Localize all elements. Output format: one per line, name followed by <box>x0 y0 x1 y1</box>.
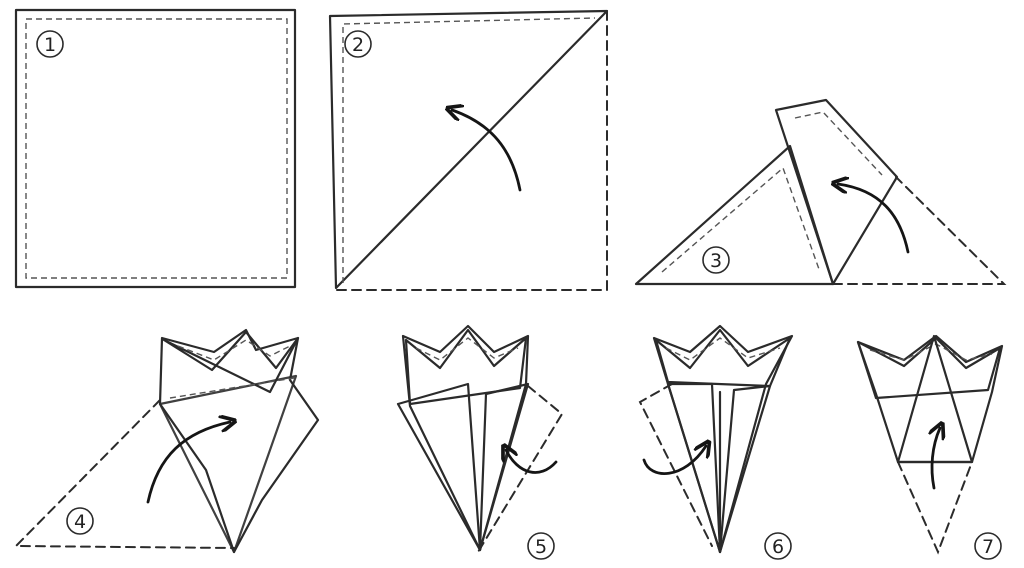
curved-fold-arrow-icon <box>642 446 706 475</box>
step-3-badge <box>702 246 730 274</box>
curved-fold-arrow-icon <box>146 422 230 504</box>
step-2-number: 2 <box>352 34 364 56</box>
step-4-number: 4 <box>74 511 86 533</box>
step-3-number: 3 <box>710 250 722 272</box>
curved-fold-arrow-icon <box>506 450 558 474</box>
step-2-badge <box>344 30 372 58</box>
step-3-triangle-fold: 3 <box>634 98 1007 286</box>
step-6-left-fold: 6 <box>638 324 794 560</box>
step-1-number: 1 <box>44 34 56 56</box>
step-4-left-fold: 4 <box>13 328 320 554</box>
step-4-badge <box>66 507 94 535</box>
step-5-badge <box>527 532 555 560</box>
curved-fold-arrow-icon <box>838 184 910 254</box>
step-1-square: 1 <box>14 8 297 289</box>
step-7-bottom-fold: 7 <box>856 334 1004 560</box>
step-5-number: 5 <box>535 536 547 558</box>
step-7-number: 7 <box>982 536 994 558</box>
step-6-number: 6 <box>772 536 784 558</box>
step-6-badge <box>764 532 792 560</box>
curved-fold-arrow-icon <box>932 428 940 490</box>
step-7-badge <box>974 532 1002 560</box>
step-5-right-fold: 5 <box>396 324 564 560</box>
step-2-diagonal-fold: 2 <box>328 9 609 291</box>
step-1-badge <box>36 30 64 58</box>
curved-fold-arrow-icon <box>452 110 522 192</box>
